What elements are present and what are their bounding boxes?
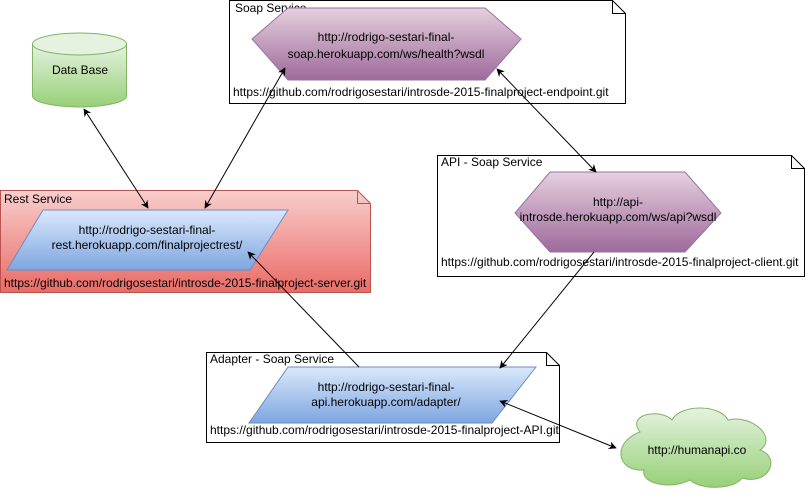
adapter-service-endpoint-line1: http://rodrigo-sestari-final-: [318, 380, 455, 394]
api-service-box: API - Soap Service http://api- introsde.…: [437, 155, 805, 277]
adapter-service-box: Adapter - Soap Service http://rodrigo-se…: [206, 352, 560, 443]
api-service-title: API - Soap Service: [441, 155, 543, 169]
adapter-service-repo: https://github.com/rodrigosestari/intros…: [210, 423, 560, 437]
soap-service-repo: https://github.com/rodrigosestari/intros…: [233, 85, 609, 99]
humanapi-label: http://humanapi.co: [648, 443, 747, 457]
connector-api-adapter: [499, 251, 595, 369]
rest-service-title: Rest Service: [4, 192, 72, 206]
api-service-endpoint-line2: introsde.herokuapp.com/ws/api?wsdl: [520, 210, 717, 224]
connector-rest-soap: [204, 67, 286, 209]
rest-service-box: Rest Service http://rodrigo-sestari-fina…: [0, 190, 371, 293]
connectors: [83, 67, 617, 450]
database-cylinder: Data Base: [32, 32, 127, 108]
rest-service-endpoint-shape: [6, 209, 289, 271]
soap-service-endpoint-line1: http://rodrigo-sestari-final-: [318, 30, 455, 44]
api-service-endpoint-line1: http://api-: [593, 195, 643, 209]
humanapi-cloud: http://humanapi.co: [620, 407, 772, 488]
adapter-service-endpoint-shape: [248, 366, 538, 424]
soap-service-endpoint-shape: [251, 7, 522, 81]
connector-soap-api: [496, 68, 597, 173]
api-service-repo: https://github.com/rodrigosestari/intros…: [441, 255, 799, 269]
connector-adapter-rest: [247, 251, 360, 368]
rest-service-repo: https://github.com/rodrigosestari/intros…: [4, 276, 367, 290]
soap-service-box: Soap Service http://rodrigo-sestari-fina…: [229, 0, 626, 104]
rest-service-endpoint-line1: http://rodrigo-sestari-final-: [79, 223, 216, 237]
connector-adapter-humanapi: [499, 399, 617, 450]
connector-database-rest: [83, 108, 149, 209]
rest-service-endpoint-line2: rest.herokuapp.com/finalprojectrest/: [52, 238, 243, 252]
adapter-service-title: Adapter - Soap Service: [210, 352, 334, 366]
adapter-service-endpoint-line2: api.herokuapp.com/adapter/: [311, 395, 461, 409]
database-label: Data Base: [52, 63, 108, 77]
soap-service-endpoint-line2: soap.herokuapp.com/ws/health?wsdl: [288, 47, 485, 61]
